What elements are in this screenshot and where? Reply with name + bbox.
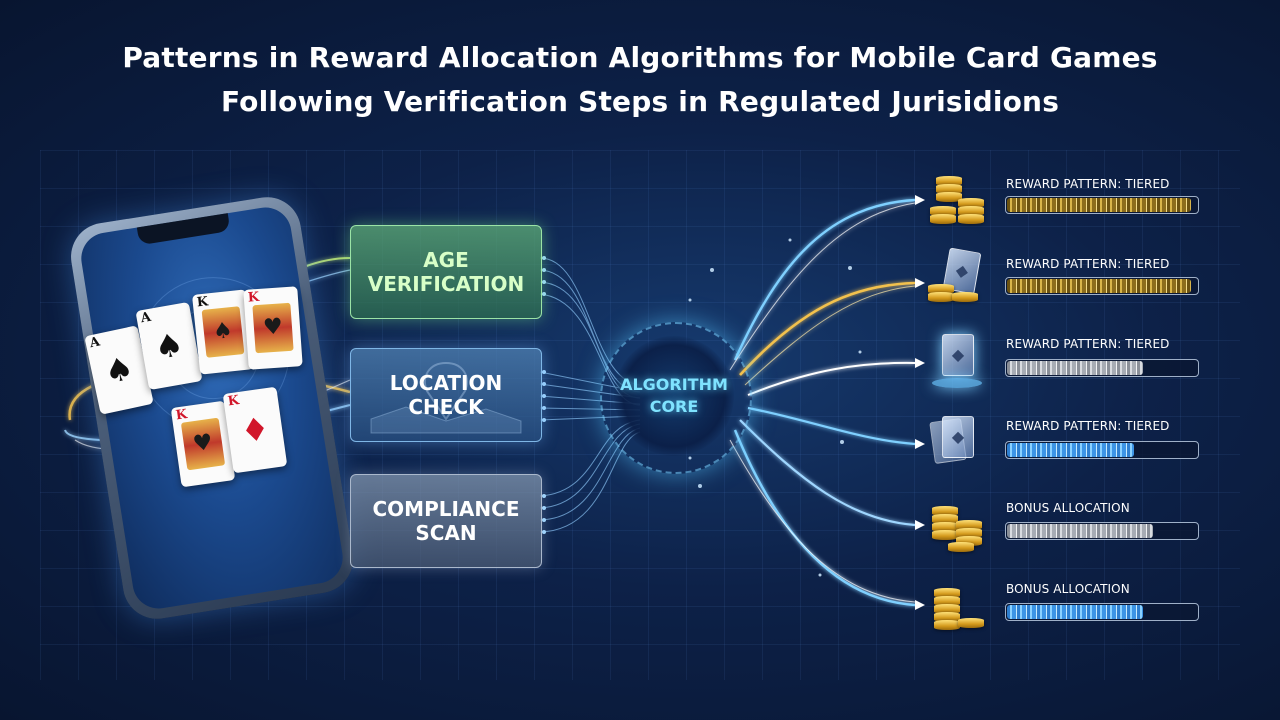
flow-arrowheads (915, 195, 925, 610)
spade-icon: ♠ (101, 348, 137, 392)
reward-bar-fill (1007, 279, 1192, 293)
playing-card: K ♦ (222, 386, 288, 474)
age-verification-label: AGE VERIFICATION (367, 248, 525, 296)
reward-bar-fill (1007, 361, 1144, 375)
reward-label: REWARD PATTERN: TIERED (1006, 177, 1170, 191)
card-rank: A (88, 334, 102, 352)
card-rank: K (196, 294, 209, 311)
core-ring (600, 322, 752, 474)
reward-bar (1005, 603, 1199, 621)
spade-icon: ♠ (201, 306, 245, 358)
reward-bar-fill (1007, 605, 1144, 619)
reward-bar-fill (1007, 443, 1134, 457)
coin-stack-icon (924, 172, 990, 232)
reward-bar (1005, 359, 1199, 377)
heart-icon: ♥ (180, 417, 226, 471)
reward-bar-fill (1007, 198, 1192, 212)
reward-flows (729, 198, 916, 607)
location-check-box: LOCATION CHECK (350, 348, 542, 442)
reward-label: REWARD PATTERN: TIERED (1006, 419, 1170, 433)
playing-card: K ♥ (243, 286, 303, 370)
card-rank: K (226, 393, 241, 410)
reward-label: BONUS ALLOCATION (1006, 501, 1130, 515)
reward-bar (1005, 522, 1199, 540)
reward-bar (1005, 441, 1199, 459)
card-rank: K (247, 289, 260, 306)
card-and-coins-icon: ◆ (924, 247, 990, 310)
reward-label: REWARD PATTERN: TIERED (1006, 337, 1170, 351)
location-check-label: LOCATION CHECK (389, 371, 503, 419)
card-pack-icon: ◆ (924, 412, 990, 472)
map-pin-icon (370, 361, 522, 434)
compliance-scan-label: COMPLIANCE SCAN (372, 497, 520, 545)
reward-bar-fill (1007, 524, 1153, 538)
spade-icon: ♠ (151, 324, 187, 368)
reward-bar (1005, 277, 1199, 295)
diamond-icon: ♦ (238, 409, 272, 451)
reward-bar (1005, 196, 1199, 214)
coin-stack-icon (924, 498, 990, 558)
connector-dots (542, 256, 546, 534)
age-verification-box: AGE VERIFICATION (350, 225, 542, 319)
glowing-card-icon: ◆ (924, 332, 990, 392)
algorithm-core: ALGORITHM CORE (614, 336, 734, 456)
reward-label: BONUS ALLOCATION (1006, 582, 1130, 596)
compliance-scan-box: COMPLIANCE SCAN (350, 474, 542, 568)
reward-label: REWARD PATTERN: TIERED (1006, 257, 1170, 271)
heart-icon: ♥ (252, 302, 294, 354)
page-title: Patterns in Reward Allocation Algorithms… (0, 36, 1280, 124)
title-line-2: Following Verification Steps in Regulate… (220, 85, 1060, 118)
card-rank: A (139, 309, 153, 327)
algorithm-core-label: ALGORITHM CORE (620, 375, 728, 416)
coin-stack-icon (924, 580, 990, 640)
title-line-1: Patterns in Reward Allocation Algorithms… (122, 41, 1158, 74)
